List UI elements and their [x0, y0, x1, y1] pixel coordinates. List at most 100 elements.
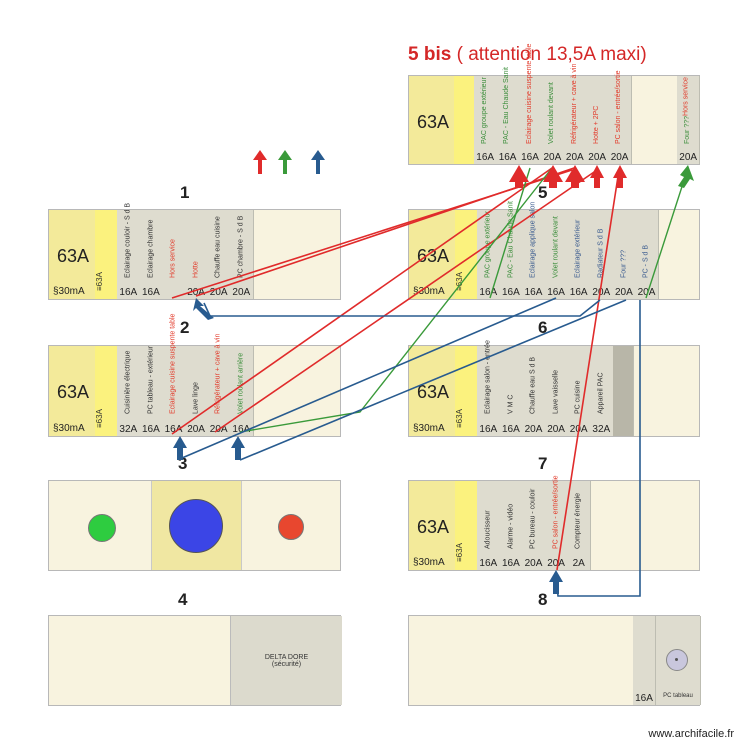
panel5-breaker-7[interactable]: Four ???20A	[612, 210, 637, 299]
panel5bis-breaker-8[interactable]: Four ???Hors service 20A	[677, 76, 701, 164]
breaker-sublabel: Hors service	[682, 77, 690, 116]
breaker-label: Chauffe eau S d B	[522, 350, 545, 414]
breaker-rating: 20A	[187, 424, 205, 435]
breaker-rating: 20A	[679, 152, 698, 163]
breaker-label: PC salon - entrée/sortie	[608, 70, 630, 144]
title-bold: 5 bis	[408, 44, 452, 65]
panel-3	[48, 480, 341, 571]
breaker-label-text: Hotte	[192, 261, 200, 278]
green-arrow-icon	[678, 165, 694, 188]
breaker-label: Eclairage extérieur	[567, 214, 590, 278]
panel6-main-switch[interactable]: 63A§30mA	[409, 346, 456, 436]
main-switch-sensitivity: §30mA	[53, 423, 85, 434]
red-arrow-icon	[613, 165, 627, 188]
breaker-label: Eclairage cuisine suspente table	[519, 44, 541, 144]
breaker-label-text: Réfrigérateur + cave à vin	[214, 333, 222, 414]
panel-8-breaker[interactable]: 16A	[633, 616, 656, 705]
panel1-main-switch[interactable]: 63A§30mA	[49, 210, 96, 299]
blue-arrow-icon	[549, 570, 563, 594]
panel7-main-switch[interactable]: 63A§30mA	[409, 481, 456, 570]
breaker-label-text: Appareil PAC	[597, 372, 605, 414]
panel6-blank-module	[612, 346, 634, 436]
breaker-label-text: Hotte + 2PC	[593, 105, 601, 144]
breaker-label-text: PAC - Eau Chaude Sanit	[506, 201, 514, 278]
panel2-differential[interactable]: ≡63A	[95, 346, 118, 436]
panel5bis-differential[interactable]	[454, 76, 475, 164]
main-switch-rating: 63A	[417, 246, 450, 266]
breaker-label-text: Eclairage chambre	[146, 219, 154, 278]
panel6-differential[interactable]: ≡63A	[455, 346, 478, 436]
breaker-label: PC chambre - S d B	[230, 214, 253, 278]
breaker-label-text: PC chambre - S d B	[237, 215, 245, 278]
breaker-label: Four ???Hors service	[677, 77, 699, 144]
breaker-rating: 20A	[637, 287, 656, 298]
panel5bis-main-switch[interactable]: 63A	[409, 76, 455, 164]
breaker-rating: 20A	[209, 287, 228, 298]
breaker-label-text: Four ???	[684, 115, 692, 144]
breaker-label-text: Eclairage couloir - S d B	[124, 202, 132, 278]
breaker-label-text: PC bureau - couloir	[529, 488, 537, 549]
breaker-label: PC bureau - couloir	[522, 485, 545, 549]
breaker-label-text: Alarme - vidéo	[506, 503, 514, 549]
breaker-label: Eclairage cuisine suspente table	[162, 314, 185, 414]
panel1-differential[interactable]: ≡63A	[95, 210, 118, 299]
panel1-breaker-3[interactable]: Hors service	[162, 210, 186, 299]
panel2-main-switch[interactable]: 63A§30mA	[49, 346, 96, 436]
panel5-main-switch[interactable]: 63A§30mA	[409, 210, 456, 299]
breaker-label: Réfrigérateur + cave à vin	[207, 334, 230, 414]
panel7-differential[interactable]: ≡63A	[455, 481, 478, 570]
delta-dore-sub: (sécurité)	[271, 661, 302, 668]
panel5-differential[interactable]: ≡63A	[455, 210, 478, 299]
breaker-rating: 20A	[614, 287, 633, 298]
breaker-label: Eclairage chambre	[140, 214, 163, 278]
panel-8-pc-module[interactable]: PC tableau	[656, 616, 701, 705]
breaker-label: Réfrigérateur + cave à vin	[564, 64, 586, 144]
breaker-label: V M C	[500, 350, 523, 414]
main-switch-sensitivity: §30mA	[413, 423, 445, 434]
differential-label: ≡63A	[455, 272, 464, 291]
blue-wire-1	[203, 299, 601, 317]
breaker-label-text: Eclairage applique salon	[529, 201, 537, 278]
breaker-rating: 16A	[141, 424, 160, 435]
panel-4: DELTA DORE (sécurité)	[48, 615, 342, 706]
breaker-label: PC cuisine	[567, 350, 590, 414]
